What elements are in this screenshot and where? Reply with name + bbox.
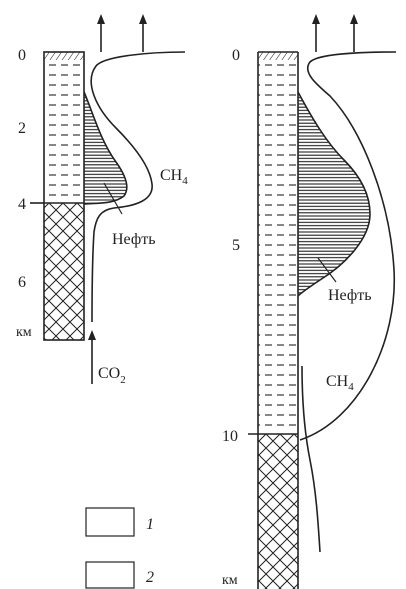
right-ch4-label: CH4: [326, 373, 354, 393]
right-depth-label-10: 10: [222, 428, 238, 445]
co2-arrowhead: [88, 330, 96, 340]
left-oil-label: Нефть: [112, 231, 156, 248]
left-sediment-column: [44, 60, 84, 203]
right-sediment-column: [258, 60, 298, 434]
right-depth-label-0: 0: [232, 47, 240, 64]
legend-label-2: 2: [146, 569, 154, 586]
legend: 1 2: [86, 508, 154, 588]
left-ch4-label: CH4: [160, 167, 188, 187]
legend-label-1: 1: [146, 516, 154, 533]
left-depth-label-0: 0: [18, 47, 26, 64]
left-surface-hatch: [44, 52, 84, 60]
left-depth-label-6: 6: [18, 274, 26, 291]
left-basement-column: [44, 203, 84, 340]
left-gas-arrowhead-2: [139, 14, 147, 24]
legend-swatch-sediment: [86, 508, 134, 536]
left-depth-label-4: 4: [18, 196, 26, 213]
right-depth-unit: км: [222, 573, 238, 588]
legend-swatch-basement: [86, 562, 134, 588]
right-surface-hatch: [258, 52, 298, 60]
left-gas-arrowhead-1: [97, 14, 105, 24]
left-depth-label-2: 2: [18, 120, 26, 137]
right-ch4-deep-curve: [302, 366, 320, 552]
co2-label: CO2: [98, 365, 126, 386]
right-depth-label-5: 5: [232, 237, 240, 254]
right-oil-fill: [298, 92, 370, 296]
right-oil-label: Нефть: [328, 287, 372, 304]
left-depth-unit: км: [16, 325, 32, 340]
right-basement-column: [258, 434, 298, 589]
right-gas-arrowhead-1: [312, 14, 320, 24]
right-section: 0 5 10 км Нефть CH4: [222, 14, 396, 589]
left-section: 0 2 4 6 км CH4 Нефть CO2: [16, 14, 188, 386]
right-gas-arrowhead-2: [350, 14, 358, 24]
